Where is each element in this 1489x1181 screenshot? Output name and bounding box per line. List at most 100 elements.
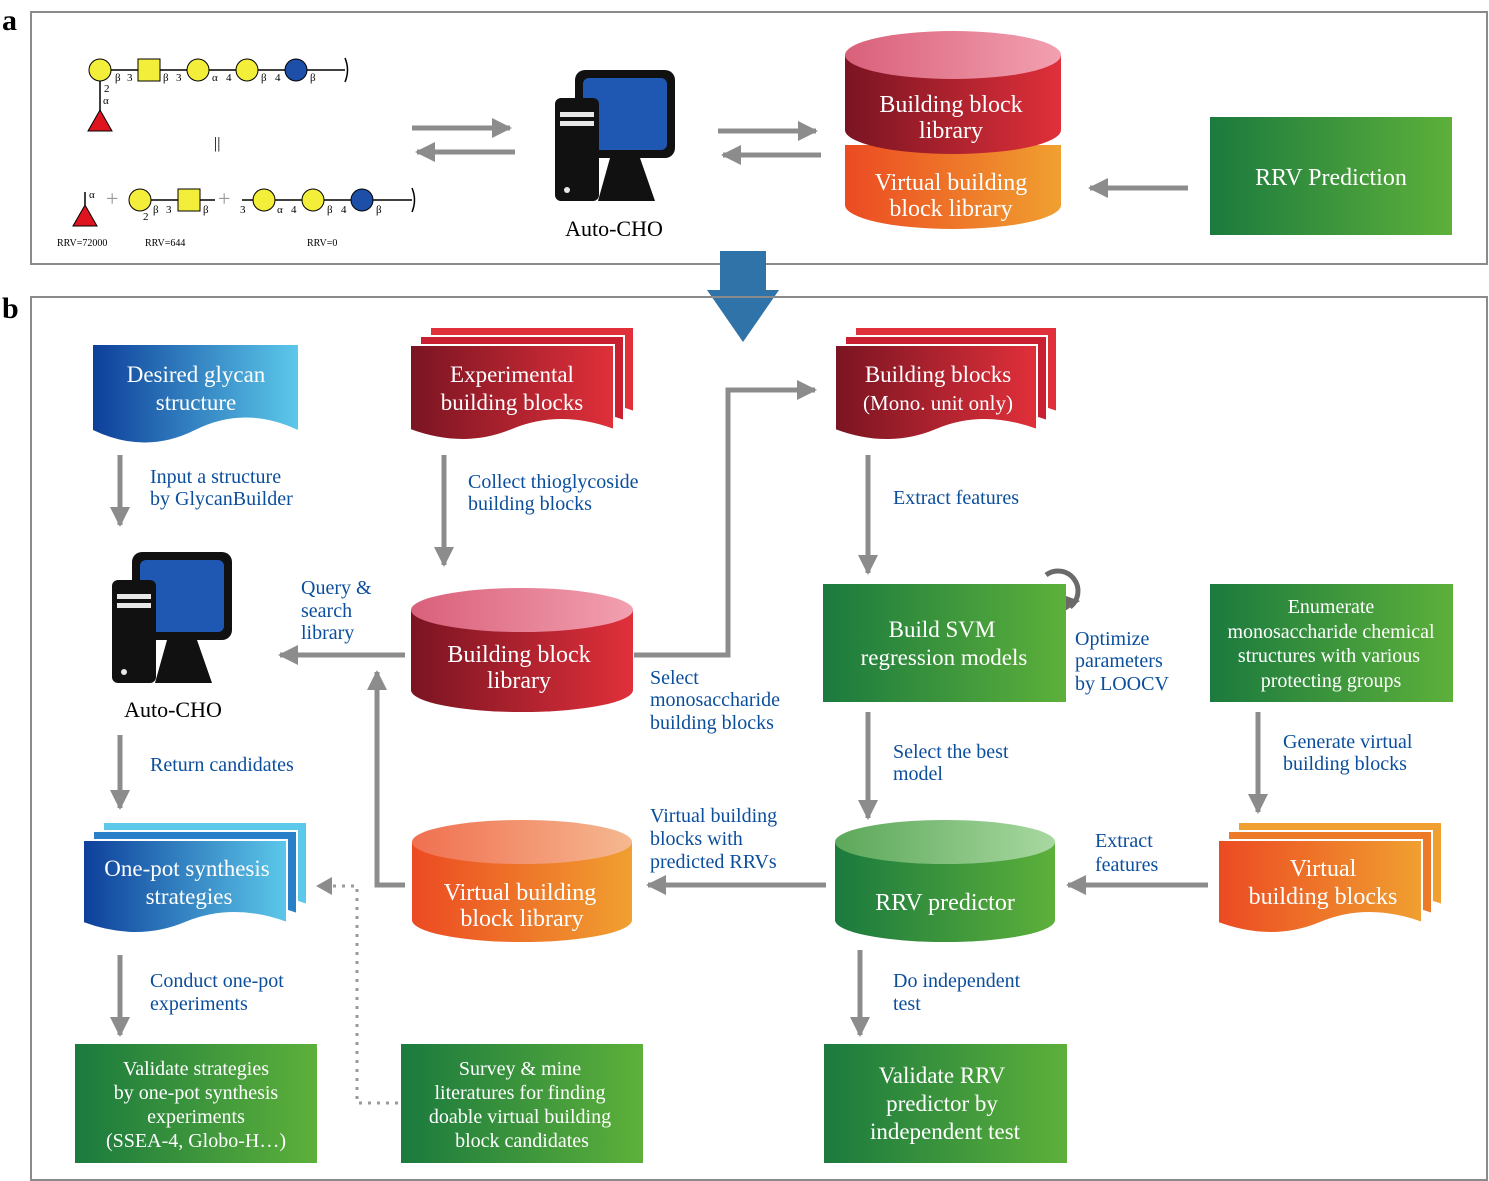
link-2: 3 <box>127 72 133 84</box>
auto-cho-label-a: Auto-CHO <box>565 216 663 241</box>
db-top-line2: library <box>919 118 983 144</box>
database-stack <box>845 31 1061 229</box>
fuc-link-alpha: α <box>103 95 109 107</box>
plus-2: + <box>218 186 230 211</box>
glcnac-icon <box>137 58 161 82</box>
link-8: 4 <box>275 72 281 84</box>
survey-line2: literatures for finding <box>434 1082 605 1104</box>
equals-sign: || <box>214 135 220 152</box>
do-test-line2: test <box>893 993 921 1015</box>
bottom-link-3: 3 <box>166 204 172 216</box>
db-top-line1: Building block <box>879 92 1022 118</box>
bottom-link-r2: α <box>277 204 283 216</box>
auto-cho-label-b: Auto-CHO <box>124 697 222 722</box>
panel-a-label: a <box>2 4 17 37</box>
fucose-icon <box>87 108 113 132</box>
link-5: α <box>212 72 218 84</box>
select-mono-line2: monosaccharide <box>650 689 780 711</box>
validate-strat-line2: by one-pot synthesis <box>114 1082 279 1104</box>
mono-bb-line1: Building blocks <box>865 362 1011 387</box>
arrow-virtuallib-to-library <box>367 670 405 888</box>
desired-line1: Desired glycan <box>127 362 266 387</box>
enumerate-box <box>1210 584 1453 702</box>
survey-line1: Survey & mine <box>459 1058 581 1080</box>
galactose-icon <box>252 188 276 212</box>
vbb-pred-line2: blocks with <box>650 828 743 850</box>
extract-features-2-line1: Extract <box>1095 830 1153 852</box>
glucose-icon <box>350 188 374 212</box>
svm-box <box>823 584 1066 702</box>
link-4: 3 <box>176 72 182 84</box>
optimize-line3: by LOOCV <box>1075 673 1169 695</box>
survey-line3: doable virtual building <box>429 1106 611 1128</box>
query-line1: Query & <box>301 577 372 599</box>
galactose-icon <box>128 188 152 212</box>
computer-icon <box>112 552 232 683</box>
validate-rrv-line2: predictor by <box>886 1091 998 1116</box>
svm-line1: Build SVM <box>889 617 996 642</box>
select-mono-line1: Select <box>650 667 699 689</box>
db-bottom-line1: Virtual building <box>875 170 1028 196</box>
vbb-pred-line3: predicted RRVs <box>650 851 777 873</box>
input-structure-line2: by GlycanBuilder <box>150 488 293 510</box>
conduct-line1: Conduct one-pot <box>150 970 284 992</box>
panel-a: a β 3 β 3 α 4 β 4 β 2 α || <box>2 4 1488 265</box>
input-structure-line1: Input a structure <box>150 466 281 488</box>
optimize-line1: Optimize <box>1075 628 1150 650</box>
virtual-library-line2: block library <box>460 906 583 932</box>
bottom-link-r4: β <box>327 204 333 216</box>
exchange-arrows-left <box>412 118 515 162</box>
rrv-prediction-label: RRV Prediction <box>1255 165 1407 191</box>
glycan-structure-bottom: α + 2 β 3 β + 3 α 4 β 4 β <box>72 186 416 227</box>
select-best-line2: model <box>893 763 943 785</box>
virtual-bb-line2: building blocks <box>1249 884 1398 910</box>
bb-library-line2: library <box>487 668 551 694</box>
bottom-alpha: α <box>89 189 95 201</box>
validate-rrv-box <box>824 1044 1067 1163</box>
panel-b-label: b <box>2 292 19 325</box>
collect-line2: building blocks <box>468 493 592 515</box>
fucose-icon <box>72 203 98 227</box>
experimental-line2: building blocks <box>441 390 584 415</box>
link-9: β <box>310 72 316 84</box>
glycan-structure-top: β 3 β 3 α 4 β 4 β 2 α <box>87 57 349 132</box>
survey-line4: block candidates <box>455 1130 589 1152</box>
do-test-line1: Do independent <box>893 970 1021 992</box>
rrv-prediction-box <box>1210 117 1452 235</box>
onepot-stack <box>82 821 308 934</box>
extract-features-2-line2: features <box>1095 854 1159 876</box>
validate-rrv-line3: independent test <box>870 1119 1021 1144</box>
bottom-link-r1: 3 <box>240 204 246 216</box>
generate-line1: Generate virtual <box>1283 731 1413 753</box>
galactose-icon <box>186 58 210 82</box>
plus-1: + <box>106 186 118 211</box>
mono-bb-line2: (Mono. unit only) <box>863 391 1013 415</box>
rrv-label-fucose: RRV=72000 <box>57 238 107 249</box>
svm-line2: regression models <box>861 645 1028 670</box>
link-7: β <box>261 72 267 84</box>
enumerate-line3: structures with various <box>1238 645 1420 667</box>
db-bottom-line2: block library <box>889 196 1012 222</box>
virtual-bb-stack <box>1217 821 1443 934</box>
link-1: β <box>115 72 121 84</box>
bottom-link-2: 2 <box>143 211 149 223</box>
rrv-label-trisaccharide: RRV=0 <box>307 238 337 249</box>
extract-features-1: Extract features <box>893 487 1019 509</box>
fuc-link-num: 2 <box>104 83 110 95</box>
optimize-line2: parameters <box>1075 650 1163 672</box>
bb-library-db <box>411 588 633 712</box>
virtual-library-db <box>412 820 632 942</box>
validate-strat-line3: experiments <box>147 1106 245 1128</box>
select-best-line1: Select the best <box>893 741 1009 763</box>
desired-glycan-doc <box>93 345 298 443</box>
onepot-line1: One-pot synthesis <box>104 856 270 881</box>
query-line3: library <box>301 622 354 644</box>
glcnac-icon <box>177 188 201 212</box>
enumerate-line4: protecting groups <box>1261 670 1402 692</box>
rrv-predictor-db <box>835 820 1055 942</box>
validate-strategies-box <box>75 1044 317 1163</box>
computer-icon <box>555 70 675 201</box>
dotted-arrowhead <box>316 877 332 895</box>
galactose-icon <box>88 58 112 82</box>
collect-line1: Collect thioglycoside <box>468 471 639 493</box>
